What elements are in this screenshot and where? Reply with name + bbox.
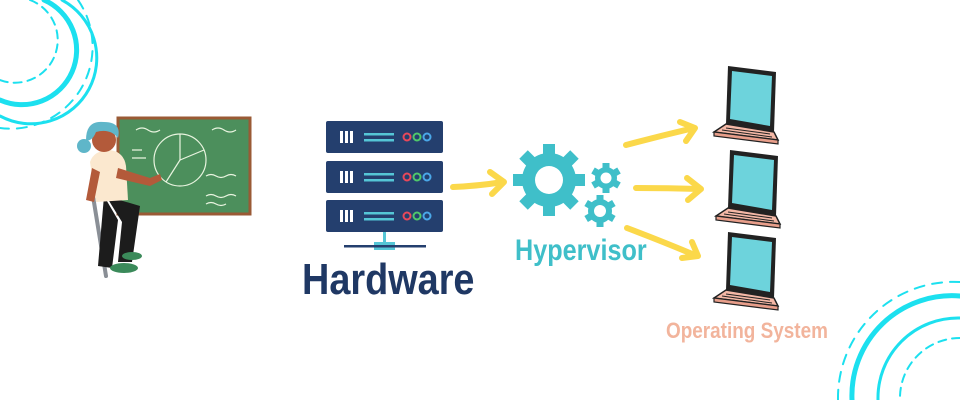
server-rack-icon xyxy=(326,121,443,250)
hardware-label: Hardware xyxy=(302,255,475,304)
arrow-icon xyxy=(450,169,507,197)
arrow-icon xyxy=(623,119,698,148)
decorative-rings-top-left xyxy=(0,0,99,130)
arrow-icon xyxy=(633,175,704,203)
laptop-icon xyxy=(715,149,781,229)
gears-icon xyxy=(513,144,621,227)
operating-system-label: Operating System xyxy=(666,318,828,343)
server-unit xyxy=(326,200,443,232)
server-unit xyxy=(326,161,443,193)
chalkboard-sketch xyxy=(132,127,237,207)
server-unit xyxy=(326,121,443,153)
arrow-icon xyxy=(624,225,701,261)
laptop-icon xyxy=(713,65,779,145)
small-gear xyxy=(591,163,621,193)
large-gear xyxy=(513,144,585,216)
presenter-illustration xyxy=(77,116,252,278)
decorative-rings-bottom-right xyxy=(836,280,960,403)
hypervisor-label: Hypervisor xyxy=(515,234,647,267)
small-gear xyxy=(584,195,616,227)
laptop-icon xyxy=(713,231,779,311)
